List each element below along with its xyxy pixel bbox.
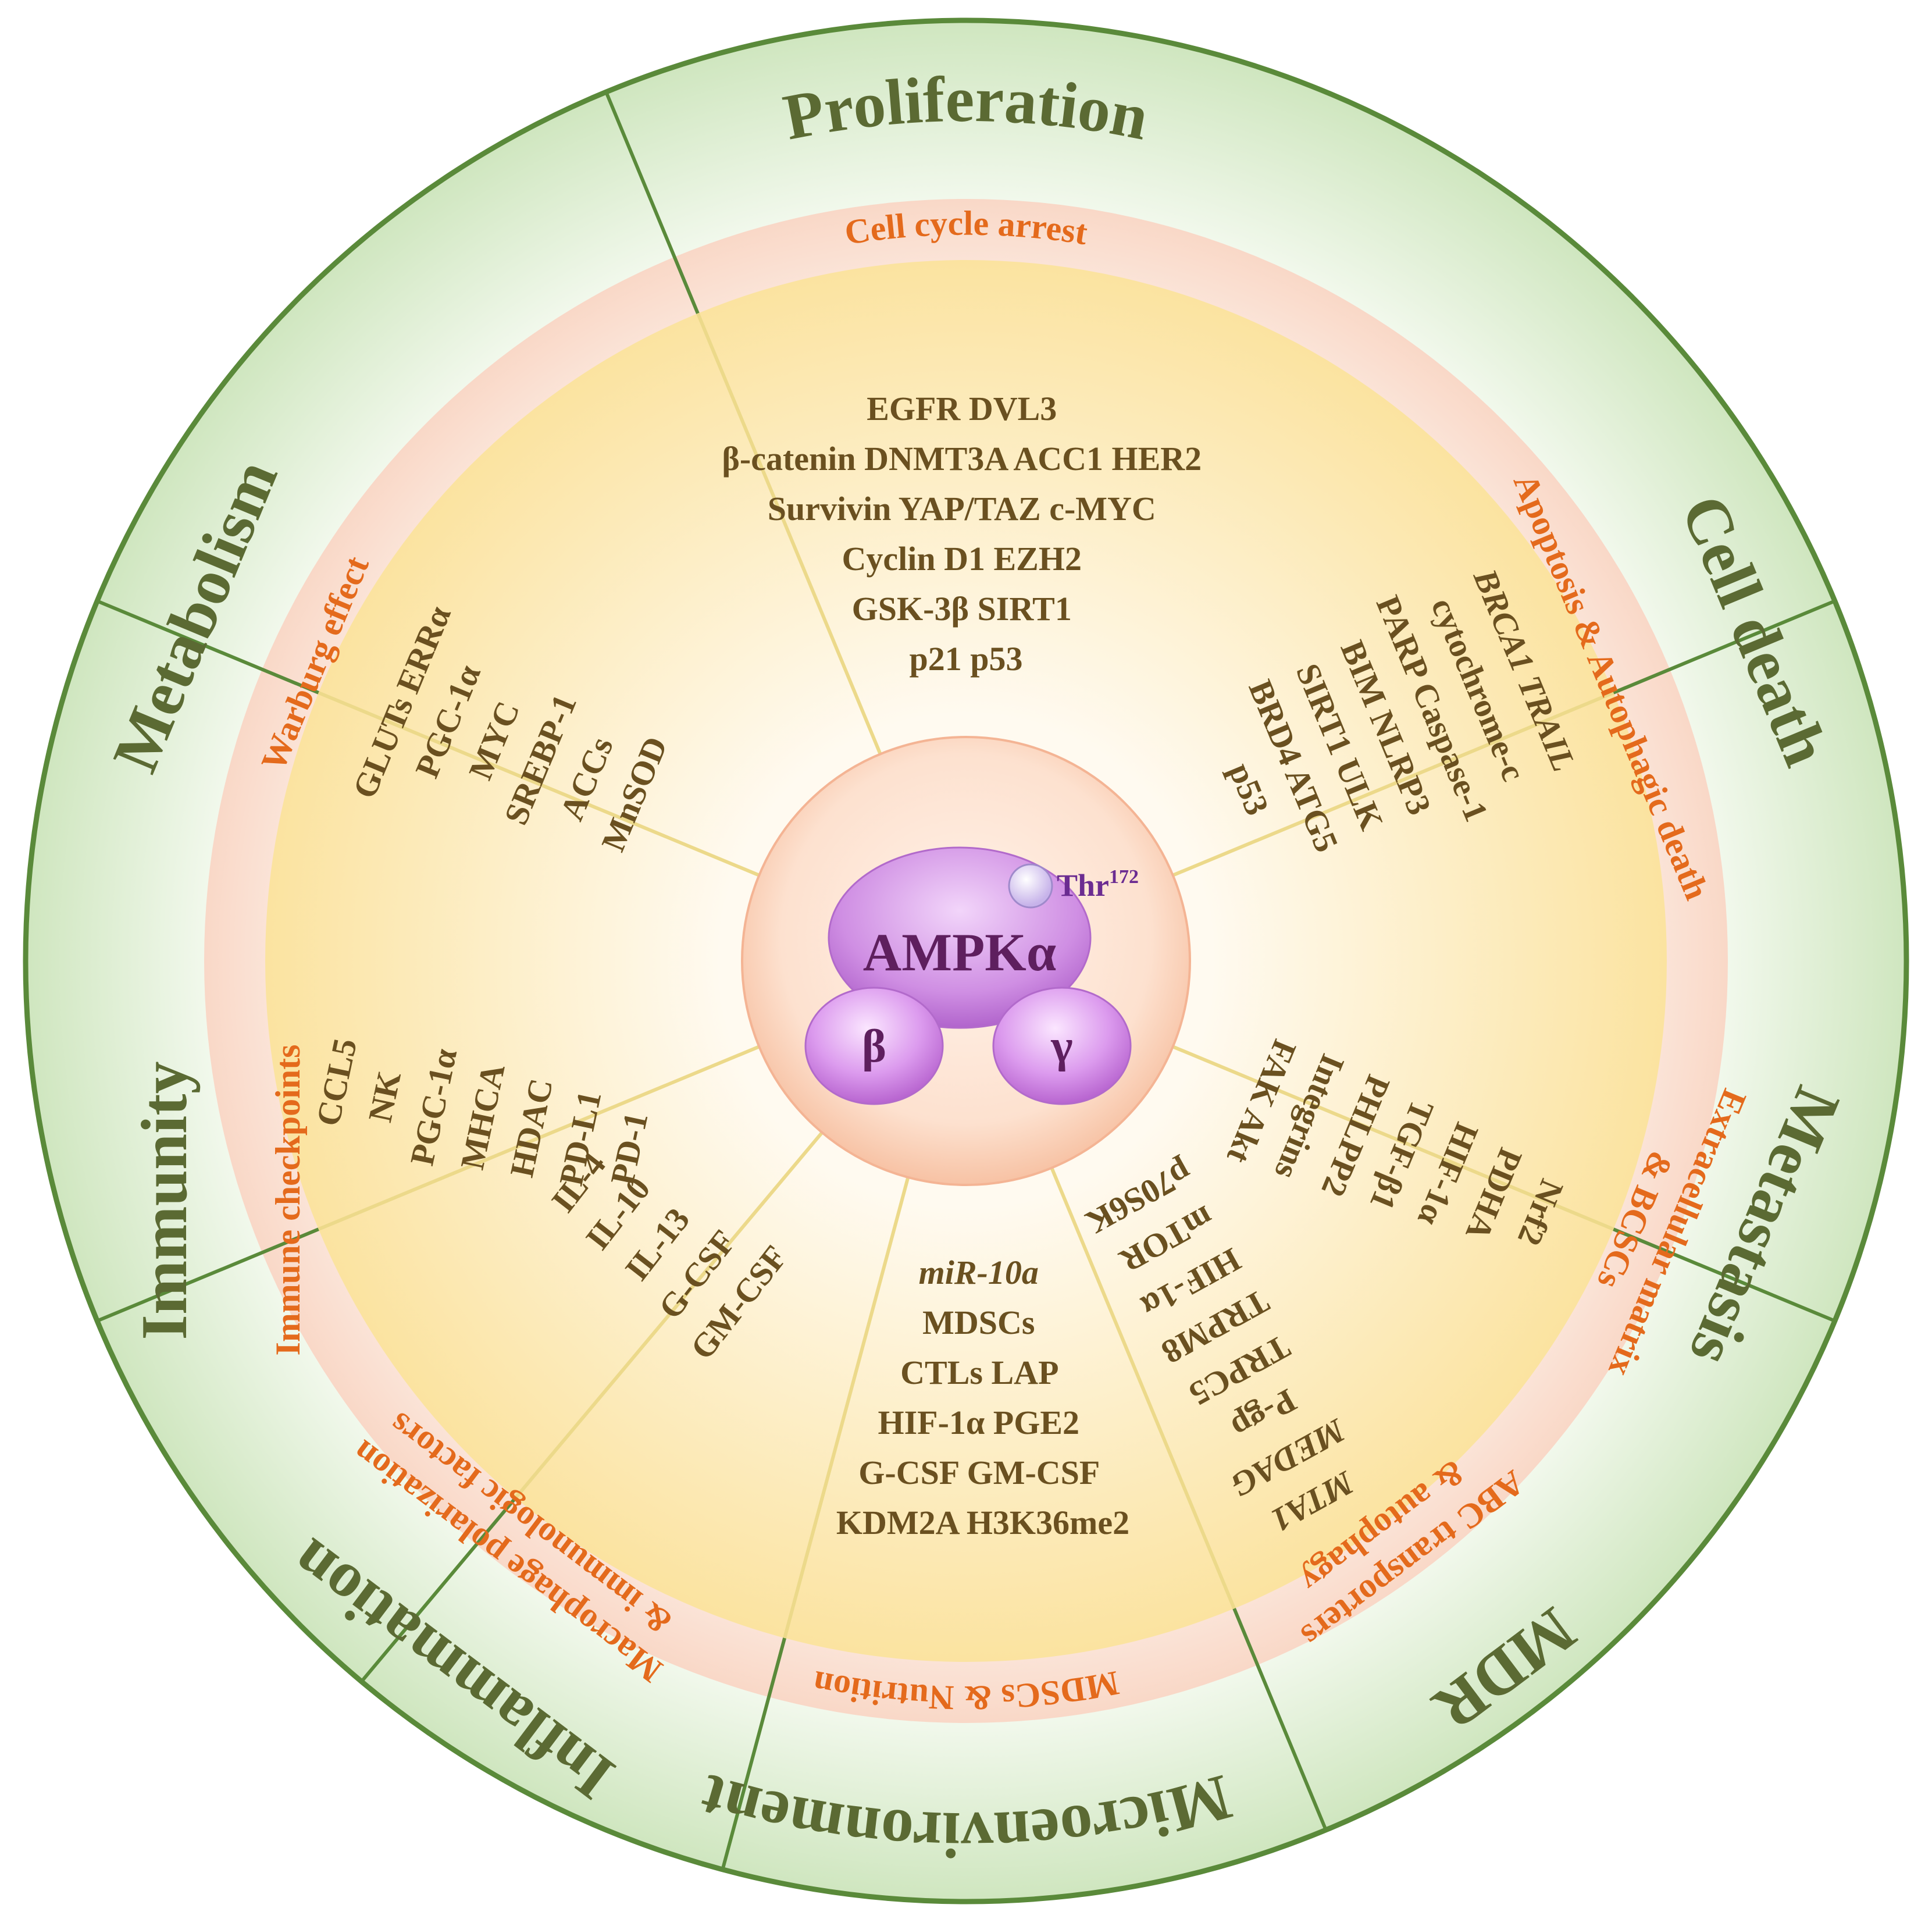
molecule-line: miR-10a [919,1254,1039,1291]
sector-divider-inner [696,312,882,755]
subtitle-immune-checkpoints: Immune checkpoints [269,1044,307,1355]
sector-divider-outer [361,1497,517,1682]
ampk-beta-subunit [804,987,944,1105]
thr-label-number: 172 [1109,866,1139,888]
molecules-proliferation: EGFR DVL3 β-catenin DNMT3A ACC1 HER2 Sur… [722,390,1210,678]
thr172-phospho-site [1008,863,1053,909]
ampk-gamma-label: γ [1050,1021,1072,1072]
sector-divider-outer [1613,600,1834,695]
sector-divider-inner [514,1131,824,1500]
sector-divider-inner [318,1045,760,1231]
ampk-complex: AMPKα β γ Thr172 [804,846,1139,1105]
sector-divider-outer [98,600,319,695]
sector-divider-outer [98,1227,319,1322]
molecule-line: β-catenin DNMT3A ACC1 HER2 [722,440,1202,478]
molecule-line: MDSCs [922,1304,1035,1341]
sector-divider-outer [605,92,700,314]
sector-divider-outer [1613,1227,1834,1322]
category-immunity: Immunity [129,1061,201,1340]
ampk-alpha-label: AMPKα [863,923,1056,982]
ampk-beta-label: β [862,1021,886,1072]
molecule-line: Survivin YAP/TAZ c-MYC [768,490,1156,528]
molecule-line: CTLs LAP [900,1354,1058,1391]
sector-dividers [98,92,1834,1868]
sector-proliferation: Proliferation Cell cycle arrest EGFR DVL… [722,63,1210,678]
sector-divider-outer [721,1637,787,1868]
molecule-line: EGFR DVL3 [867,390,1057,428]
thr-label-text: Thr [1057,868,1109,903]
molecule-line: KDM2A H3K36me2 [836,1504,1129,1541]
sector-divider-inner [318,691,760,877]
thr172-label: Thr172 [1057,866,1139,903]
ampk-gamma-subunit [992,987,1132,1105]
sector-divider-inner [1172,691,1614,877]
molecule-line: p21 p53 [909,640,1022,678]
sector-divider-inner [1050,1167,1236,1610]
molecule-line: GSK-3β SIRT1 [852,590,1072,628]
molecules-microenvironment: miR-10a MDSCs CTLs LAP HIF-1α PGE2 G-CSF… [836,1254,1129,1541]
sector-divider-outer [1232,1608,1327,1829]
sector-divider-inner [783,1177,910,1639]
molecule-line: G-CSF GM-CSF [858,1454,1099,1491]
molecule-line: Cyclin D1 EZH2 [842,540,1082,578]
sector-divider-inner [1172,1045,1614,1231]
molecule-line: HIF-1α PGE2 [878,1404,1079,1441]
